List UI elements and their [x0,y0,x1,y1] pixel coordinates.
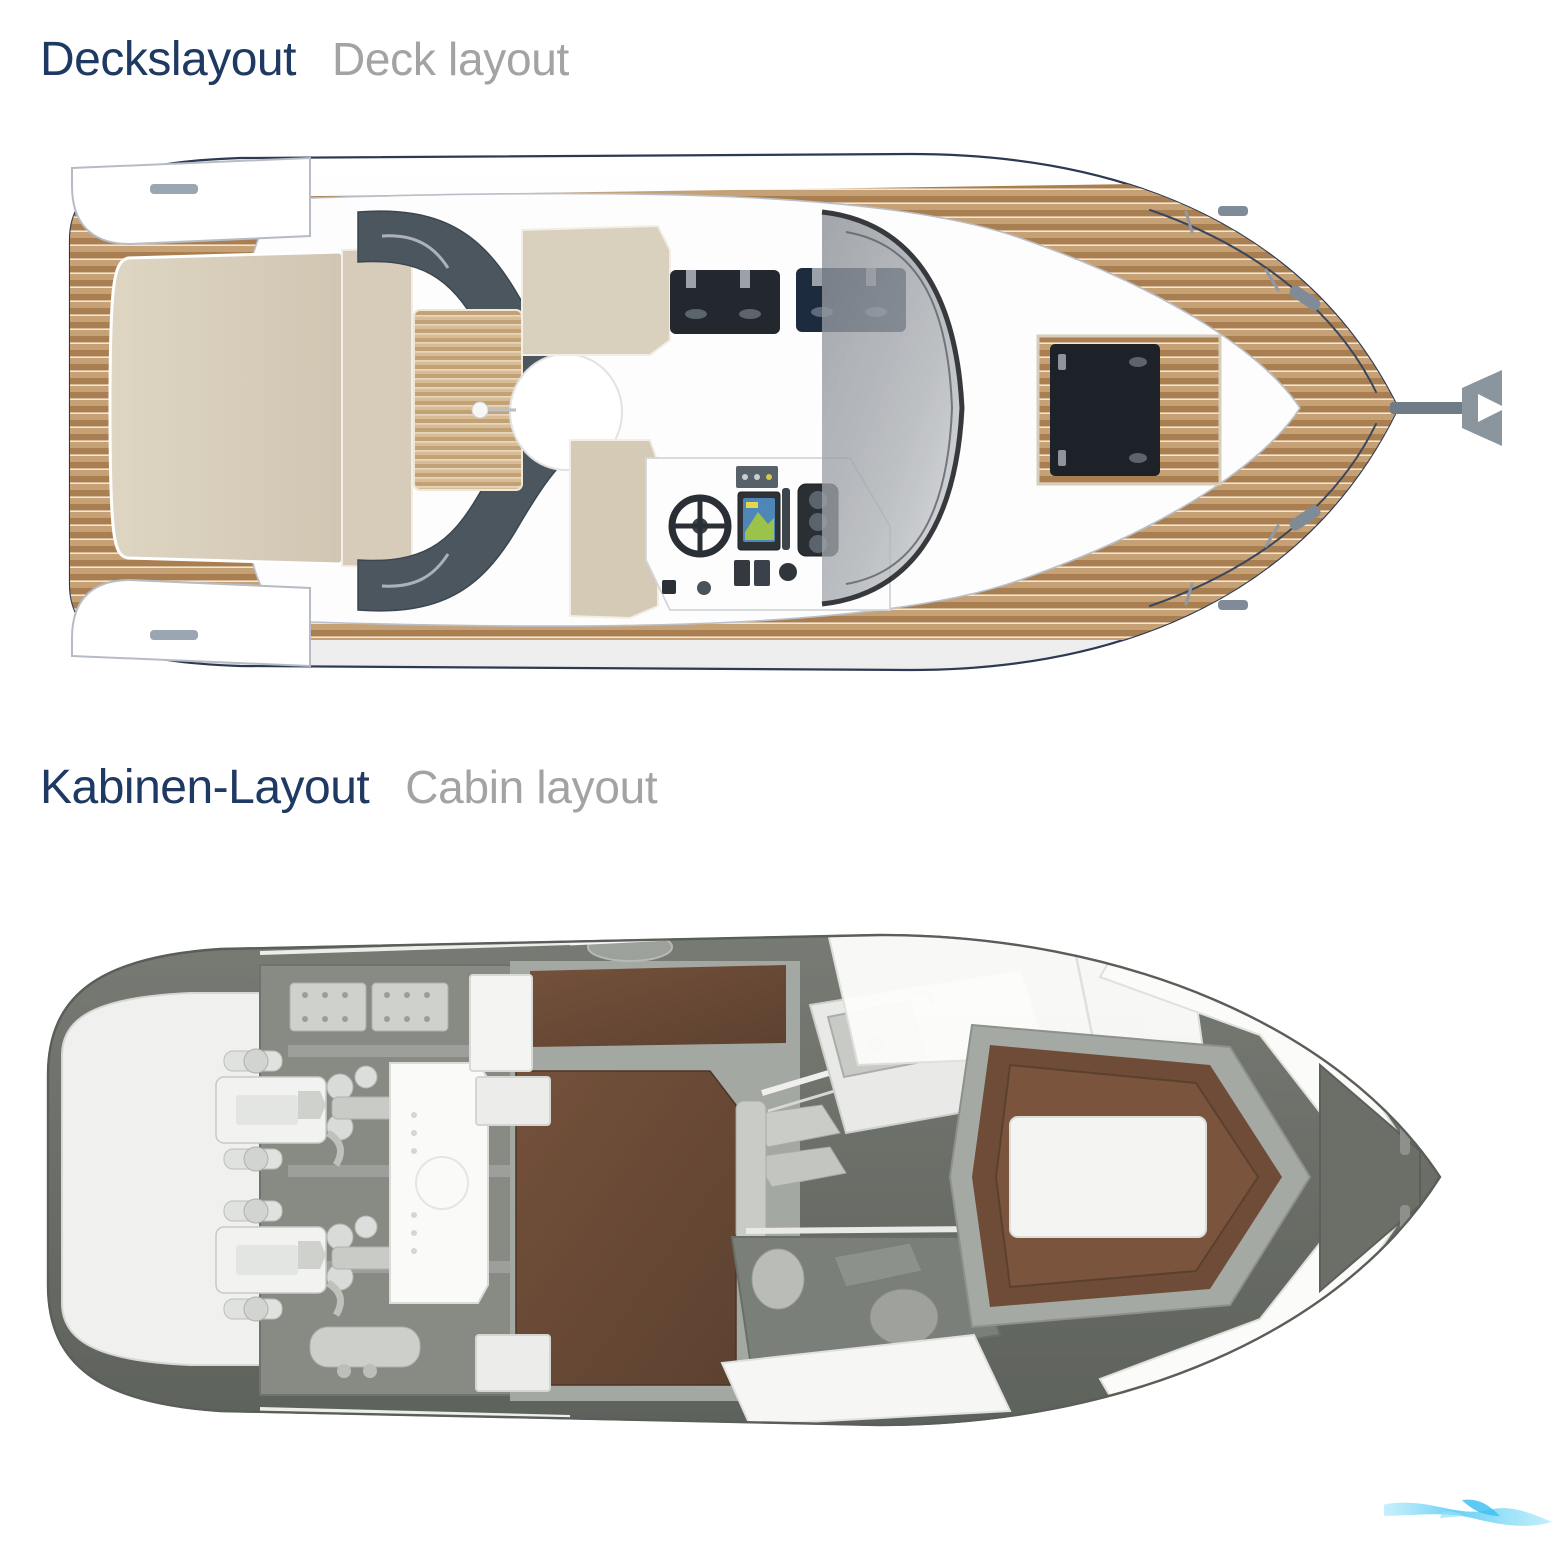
wash-basin [751,1248,805,1310]
chartplotter-display [737,491,781,551]
cabin-layout-diagram [10,865,1550,1495]
mooring-cleats [1218,206,1321,610]
engine-starboard [215,1198,395,1322]
exhaust-muffler [309,1326,421,1378]
steering-wheel [668,494,732,558]
batteries [289,982,449,1032]
engine-bulkhead [389,1062,489,1304]
aft-sunpad-cushion [108,246,413,570]
bathing-platform [71,156,311,668]
engine-port [215,1048,395,1172]
toilet [869,1288,939,1346]
step-riser [735,1100,767,1242]
deck-layout-heading: Deckslayout Deck layout [40,32,569,87]
cabin-layout-heading: Kabinen-Layout Cabin layout [40,760,658,815]
mid-berth-headboard [530,965,786,1047]
cockpit-aft-backrest [521,224,671,620]
ceiling-light [587,935,673,962]
cabin-heading-de: Kabinen-Layout [40,761,370,814]
windscreen [821,209,965,607]
deck-layout-diagram [10,140,1550,690]
deck-heading-de: Deckslayout [40,33,296,86]
head-compartment [720,1226,1012,1425]
foredeck-hatch [1050,344,1160,476]
anchor-roller [1390,370,1506,446]
cabin-heading-en: Cabin layout [405,761,658,813]
berth-infill-cushion [1009,1116,1207,1238]
bow-hardware [1149,206,1506,610]
forward-v-berth [948,1023,1312,1329]
deck-heading-en: Deck layout [331,33,569,85]
